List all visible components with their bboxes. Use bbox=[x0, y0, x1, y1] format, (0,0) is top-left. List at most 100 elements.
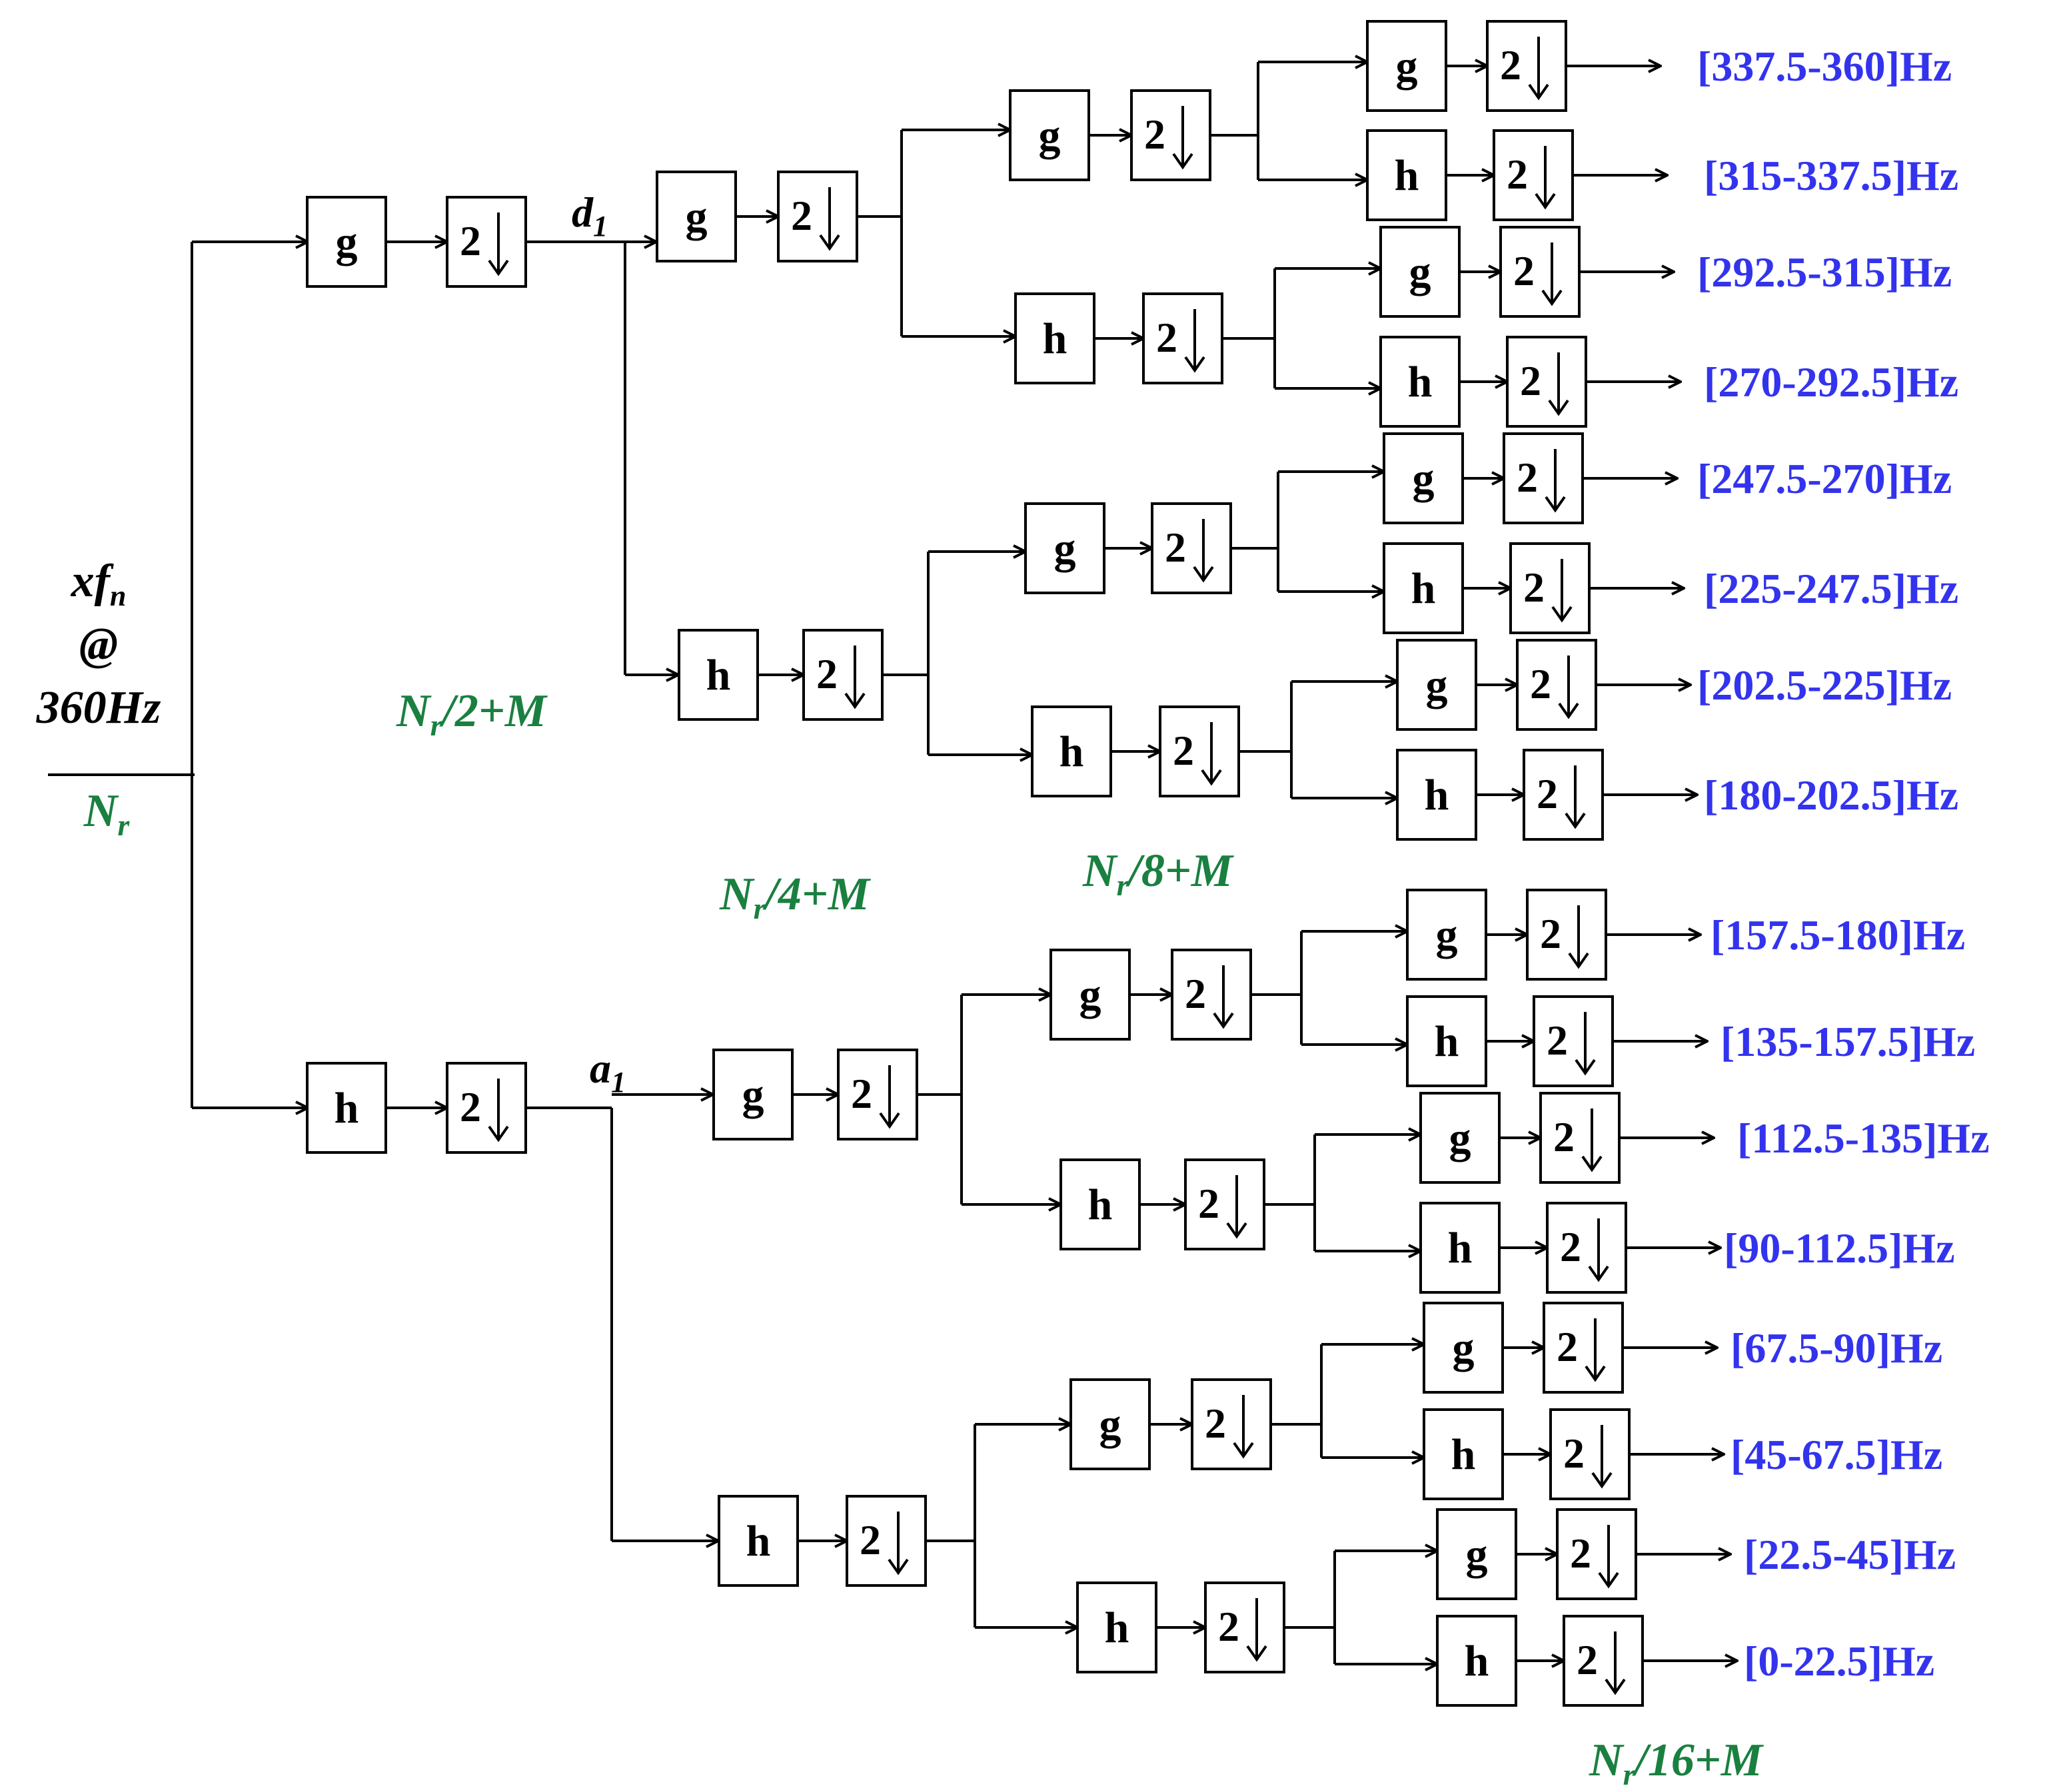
length-label-level2: Nr/4+M bbox=[719, 869, 872, 925]
downsample-box bbox=[1509, 542, 1591, 634]
frequency-band-label: [180-202.5]Hz bbox=[1704, 771, 1958, 819]
downsample-box bbox=[1130, 89, 1211, 181]
lowpass-filter-h: h bbox=[1423, 1408, 1504, 1500]
downsample-box bbox=[1184, 1158, 1265, 1250]
filter-label: h bbox=[1451, 1430, 1476, 1479]
highpass-filter-g: g bbox=[306, 196, 387, 288]
down-arrow-icon bbox=[844, 646, 866, 709]
filter-box bbox=[1383, 432, 1464, 524]
filter-label: h bbox=[335, 1084, 359, 1132]
downsample-factor: 2 bbox=[1563, 1430, 1585, 1477]
filter-box bbox=[1423, 1302, 1504, 1394]
down-arrow-icon bbox=[1528, 37, 1549, 101]
length-label-level4: Nr/16+M bbox=[1589, 1735, 1764, 1791]
filter-box bbox=[1069, 1378, 1151, 1470]
downsample-block: 2 bbox=[1204, 1581, 1285, 1673]
filter-label: g bbox=[686, 193, 708, 241]
down-arrow-icon bbox=[1535, 146, 1556, 210]
downsample-block: 2 bbox=[1556, 1508, 1637, 1600]
down-arrow-icon bbox=[1201, 722, 1222, 786]
downsample-box bbox=[1543, 1302, 1624, 1394]
downsample-box bbox=[1171, 949, 1252, 1041]
downsample-block: 2 bbox=[1499, 226, 1581, 318]
filter-box bbox=[1014, 292, 1095, 384]
downsample-box bbox=[446, 196, 527, 288]
downsample-box bbox=[846, 1495, 927, 1587]
filter-label: g bbox=[742, 1071, 764, 1119]
filter-label: h bbox=[1059, 727, 1084, 776]
lowpass-filter-h: h bbox=[1419, 1202, 1501, 1294]
lowpass-filter-h: h bbox=[1406, 995, 1487, 1087]
highpass-filter-g: g bbox=[1366, 20, 1447, 112]
filter-box bbox=[1436, 1508, 1517, 1600]
input-label: xfn @ 360Hz Nr bbox=[36, 556, 195, 842]
length-label-level3: Nr/8+M bbox=[1082, 845, 1235, 902]
downsample-block: 2 bbox=[446, 1062, 527, 1154]
downsample-box bbox=[802, 629, 884, 721]
filter-box bbox=[1406, 995, 1487, 1087]
lowpass-filter-h: h bbox=[1379, 336, 1461, 428]
downsample-block: 2 bbox=[1509, 542, 1591, 634]
highpass-filter-g: g bbox=[1049, 949, 1131, 1041]
downsample-factor: 2 bbox=[460, 1083, 481, 1130]
down-arrow-icon bbox=[1226, 1175, 1247, 1239]
filter-label: g bbox=[1099, 1400, 1121, 1449]
downsample-factor: 2 bbox=[1577, 1636, 1598, 1683]
down-arrow-icon bbox=[1541, 242, 1563, 306]
filter-box bbox=[1366, 20, 1447, 112]
filter-label: h bbox=[1088, 1180, 1113, 1229]
highpass-filter-g: g bbox=[1069, 1378, 1151, 1470]
frequency-band-label: [202.5-225]Hz bbox=[1697, 662, 1952, 709]
lowpass-filter-h: h bbox=[678, 629, 759, 721]
downsample-box bbox=[446, 1062, 527, 1154]
downsample-box bbox=[1503, 432, 1584, 524]
downsample-block: 2 bbox=[1506, 336, 1587, 428]
downsample-block: 2 bbox=[1516, 639, 1597, 731]
downsample-block: 2 bbox=[1526, 889, 1607, 981]
lowpass-filter-h: h bbox=[1031, 705, 1112, 797]
downsample-factor: 2 bbox=[1520, 357, 1541, 404]
downsample-box bbox=[1499, 226, 1581, 318]
downsample-factor: 2 bbox=[1165, 524, 1186, 571]
filter-box bbox=[1423, 1408, 1504, 1500]
downsample-box bbox=[837, 1049, 918, 1140]
downsample-factor: 2 bbox=[851, 1070, 872, 1117]
downsample-factor: 2 bbox=[1540, 910, 1561, 957]
filter-box bbox=[656, 171, 737, 262]
highpass-filter-g: g bbox=[1396, 639, 1477, 731]
filter-label: g bbox=[1453, 1324, 1475, 1372]
downsample-factor: 2 bbox=[1507, 151, 1528, 198]
frequency-band-label: [225-247.5]Hz bbox=[1704, 565, 1958, 612]
downsample-factor: 2 bbox=[1517, 454, 1538, 501]
downsample-box bbox=[1563, 1615, 1644, 1707]
down-arrow-icon bbox=[1605, 1631, 1626, 1695]
filter-label: g bbox=[1039, 111, 1061, 160]
downsample-box bbox=[1549, 1408, 1631, 1500]
frequency-band-label: [90-112.5]Hz bbox=[1724, 1224, 1955, 1272]
highpass-filter-g: g bbox=[1419, 1092, 1501, 1184]
node-label-d1: d1 bbox=[572, 189, 608, 242]
downsample-block: 2 bbox=[1533, 995, 1614, 1087]
downsample-factor: 2 bbox=[1198, 1180, 1219, 1227]
downsample-block: 2 bbox=[1543, 1302, 1624, 1394]
lowpass-filter-h: h bbox=[1436, 1615, 1517, 1707]
downsample-block: 2 bbox=[446, 196, 527, 288]
frequency-band-label: [0-22.5]Hz bbox=[1744, 1637, 1934, 1685]
downsample-factor: 2 bbox=[1513, 247, 1535, 294]
highpass-filter-g: g bbox=[1383, 432, 1464, 524]
filter-box bbox=[1396, 639, 1477, 731]
down-arrow-icon bbox=[1558, 656, 1579, 719]
downsample-block: 2 bbox=[1523, 749, 1604, 841]
downsample-block: 2 bbox=[837, 1049, 918, 1140]
downsample-block: 2 bbox=[1184, 1158, 1265, 1250]
downsample-block: 2 bbox=[777, 171, 858, 262]
down-arrow-icon bbox=[1193, 519, 1214, 583]
node-label-a1: a1 bbox=[590, 1045, 626, 1099]
frequency-band-label: [45-67.5]Hz bbox=[1730, 1431, 1942, 1478]
frequency-band-label: [270-292.5]Hz bbox=[1704, 358, 1958, 406]
downsample-block: 2 bbox=[1539, 1092, 1621, 1184]
down-arrow-icon bbox=[1551, 559, 1573, 623]
down-arrow-icon bbox=[1591, 1425, 1613, 1489]
input-rate: 360Hz bbox=[36, 682, 161, 733]
frequency-band-label: [337.5-360]Hz bbox=[1697, 43, 1952, 90]
